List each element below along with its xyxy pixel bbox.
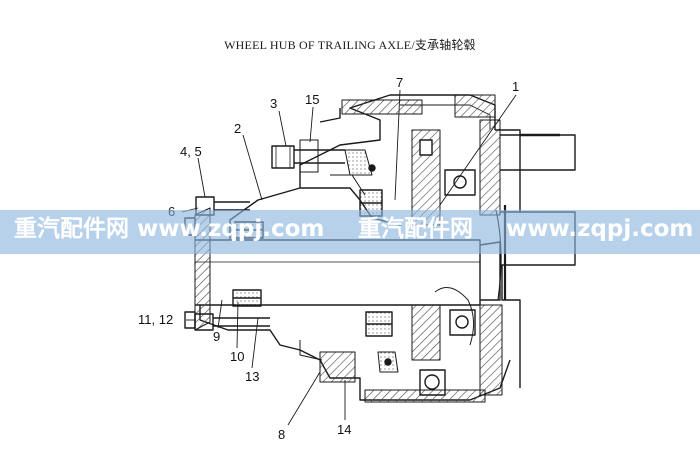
- callout-4-5: 4, 5: [180, 144, 202, 159]
- seal-parts: [344, 149, 399, 373]
- callout-3: 3: [270, 96, 278, 111]
- leader-lines: [181, 89, 517, 426]
- callout-14: 14: [337, 422, 352, 437]
- callout-13: 13: [245, 369, 260, 384]
- callout-9: 9: [213, 329, 221, 344]
- watermark-mid-text: 重汽配件网: [358, 216, 473, 242]
- callout-8: 8: [278, 427, 286, 442]
- bearing-outer-lower: [232, 289, 393, 337]
- callout-10: 10: [230, 349, 245, 364]
- callout-1: 1: [512, 79, 520, 94]
- diagram-title: WHEEL HUB OF TRAILING AXLE/支承轴轮毂: [224, 38, 476, 52]
- callout-15: 15: [305, 92, 320, 107]
- wheel-stud-upper: [271, 139, 345, 173]
- callout-11-12: 11, 12: [138, 312, 174, 327]
- callout-7: 7: [396, 75, 404, 90]
- callout-2: 2: [234, 121, 242, 136]
- watermark-left-text: 重汽配件网 www.zqpj.com: [14, 216, 325, 242]
- wheel-stud-lower: [194, 313, 270, 331]
- hub-body-lower: [199, 304, 511, 403]
- watermark-band: 重汽配件网 www.zqpj.com 重汽配件网 www.zqpj.com: [0, 210, 700, 254]
- backing-plate: [411, 129, 476, 361]
- watermark-right-text: www.zqpj.com: [506, 216, 694, 242]
